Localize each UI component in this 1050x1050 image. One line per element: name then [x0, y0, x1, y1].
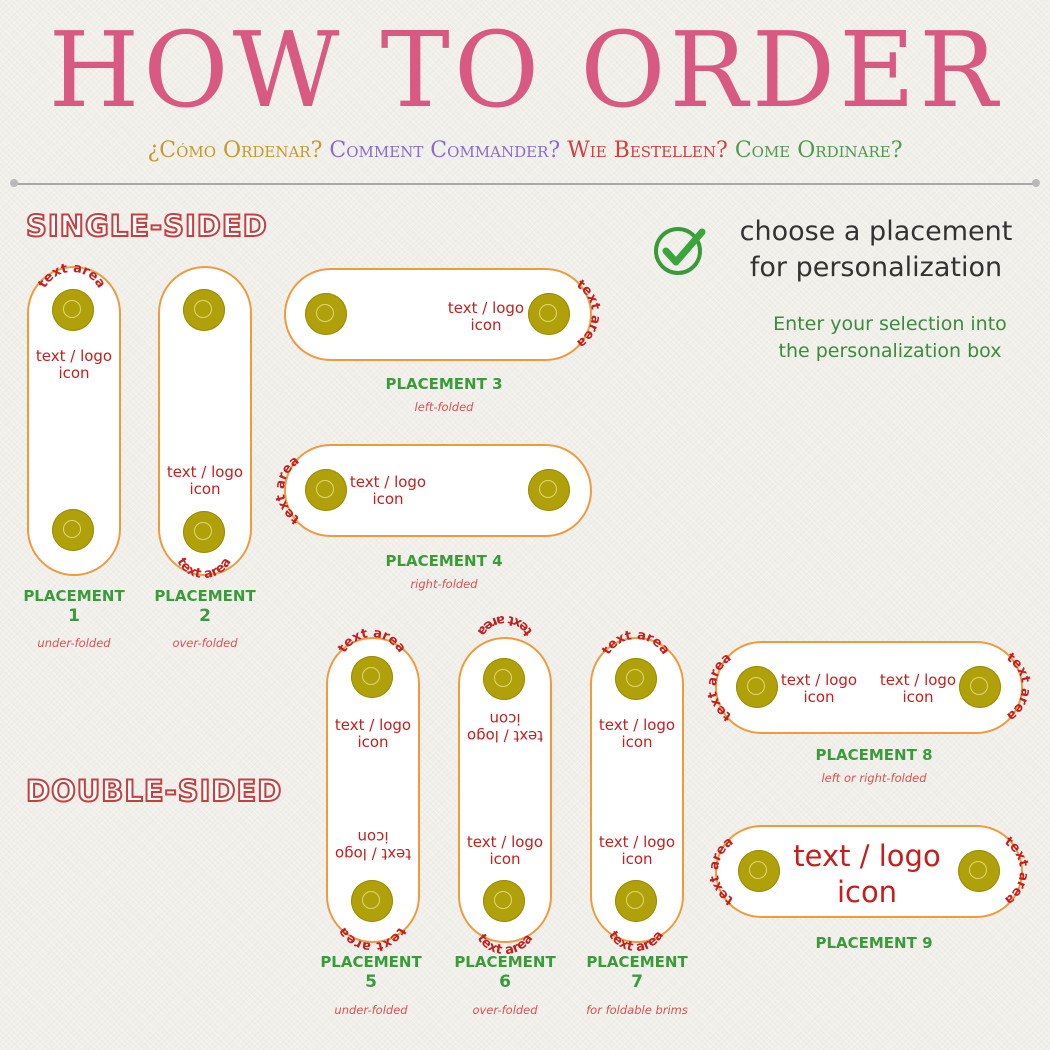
placement-4-label: PLACEMENT 4	[385, 552, 503, 570]
snap-icon	[52, 289, 94, 331]
snap-icon	[615, 658, 657, 700]
text-area-label: text area	[335, 626, 408, 656]
text-area-label: text area	[707, 834, 736, 907]
placement-5-desc: under-folded	[334, 1003, 408, 1017]
snap-icon	[528, 469, 570, 511]
text-area-label: text area	[599, 628, 672, 658]
check-icon	[654, 227, 706, 275]
lang-italian: Come Ordinare?	[734, 138, 903, 163]
text-area-label: text area	[173, 555, 234, 582]
snap-icon	[483, 658, 525, 700]
snap-icon	[483, 880, 525, 922]
snap-icon	[615, 880, 657, 922]
text-area-label: text area	[574, 277, 603, 350]
choose-placement-text: choose a placement for personalization	[739, 216, 1013, 283]
text-area-label: text area	[273, 453, 302, 526]
lang-spanish: ¿Cómo Ordenar?	[147, 138, 323, 163]
text-area-label: text area	[1004, 650, 1033, 723]
snap-icon	[528, 293, 570, 335]
placement-8-desc: left or right-folded	[821, 771, 927, 785]
placement-4-desc: right-folded	[410, 577, 478, 591]
placement-8-label: PLACEMENT 8	[815, 746, 933, 764]
single-sided-heading: SINGLE-SIDED	[25, 208, 268, 244]
snap-icon	[52, 509, 94, 551]
snap-icon	[351, 656, 393, 698]
text-area-label: text area	[1002, 834, 1031, 907]
placement-3-label: PLACEMENT 3	[385, 375, 503, 393]
page-title: HOW TO ORDER	[48, 9, 1002, 131]
placement-9-label: PLACEMENT 9	[815, 934, 933, 952]
snap-icon	[183, 511, 225, 553]
placement-6-desc: over-folded	[472, 1003, 538, 1017]
text-area-label: text area	[705, 650, 734, 723]
text-area-label: text area	[474, 612, 536, 639]
snap-icon	[305, 293, 347, 335]
snap-icon	[959, 666, 1001, 708]
lang-german: Wie Bestellen?	[567, 138, 728, 163]
text-area-label: text area	[36, 261, 109, 291]
snap-icon	[351, 880, 393, 922]
language-translations: ¿Cómo Ordenar? Comment Commander? Wie Be…	[0, 138, 1050, 163]
text-area-label: text area	[335, 924, 408, 954]
snap-icon	[958, 850, 1000, 892]
header-divider	[10, 179, 1040, 187]
placement-3-desc: left-folded	[414, 400, 474, 414]
snap-icon	[738, 850, 780, 892]
placement-2-desc: over-folded	[172, 636, 238, 650]
snap-icon	[183, 289, 225, 331]
double-sided-heading: DOUBLE-SIDED	[25, 773, 283, 809]
snap-icon	[305, 469, 347, 511]
snap-icon	[736, 666, 778, 708]
lang-french: Comment Commander?	[329, 138, 561, 163]
placement-1-desc: under-folded	[37, 636, 111, 650]
placement-7-desc: for foldable brims	[586, 1003, 688, 1017]
enter-selection-text: Enter your selection into the personaliz…	[773, 313, 1007, 362]
